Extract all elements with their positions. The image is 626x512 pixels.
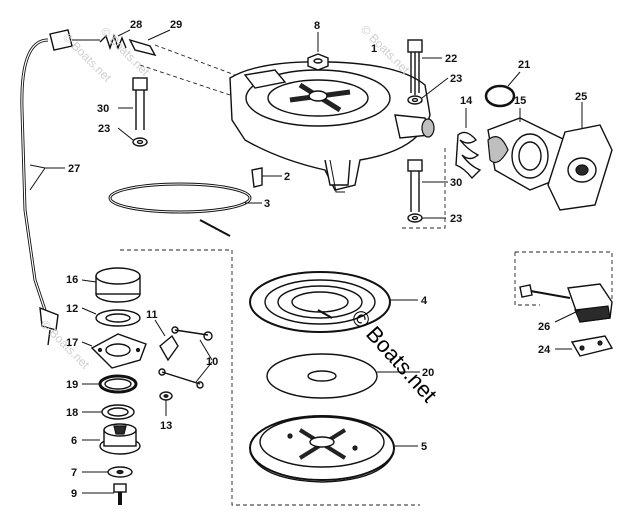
anchor-24 <box>555 335 614 357</box>
plate-20 <box>266 353 420 399</box>
bolt-30-left <box>118 77 148 130</box>
pulley-5 <box>249 415 418 483</box>
callout-20: 20 <box>422 367 434 379</box>
callout-9: 9 <box>71 488 77 500</box>
callout-15: 15 <box>514 95 526 107</box>
callout-22: 22 <box>445 53 457 65</box>
callout-6: 6 <box>71 435 77 447</box>
callout-13: 13 <box>160 420 172 432</box>
rewind-spring-4 <box>249 271 418 333</box>
callout-11: 11 <box>146 309 158 321</box>
callout-25: 25 <box>575 91 587 103</box>
callout-16: 16 <box>66 274 78 286</box>
callout-24: 24 <box>538 344 551 356</box>
callout-26: 26 <box>538 321 550 333</box>
handle-26 <box>519 283 613 323</box>
pin-29 <box>128 29 171 57</box>
washer-23-upper-right <box>407 77 449 105</box>
callout-23-upper-right: 23 <box>450 73 462 85</box>
bolt-30-right <box>407 159 448 212</box>
rope-3 <box>108 182 262 237</box>
callout-4: 4 <box>421 295 428 307</box>
screw-9 <box>82 483 127 505</box>
callout-17: 17 <box>66 337 78 349</box>
callout-2: 2 <box>284 171 290 183</box>
rewind-housing <box>229 61 435 193</box>
spring-14 <box>455 108 482 180</box>
washer-7 <box>82 466 133 478</box>
elbow-15 <box>487 108 569 191</box>
washer-13 <box>159 391 173 416</box>
seal-25 <box>547 102 613 211</box>
washer-23-left <box>117 127 148 147</box>
callout-29: 29 <box>170 19 182 31</box>
callout-5: 5 <box>421 441 427 453</box>
assembly-dashed-lines <box>120 44 613 506</box>
washer-23-lower-right <box>407 213 446 223</box>
callout-1: 1 <box>371 43 377 55</box>
callout-19: 19 <box>66 379 78 391</box>
ring-19 <box>82 374 138 394</box>
callout-30-left: 30 <box>97 103 109 115</box>
callout-28: 28 <box>130 19 142 31</box>
callout-12: 12 <box>66 303 78 315</box>
nut-8 <box>307 32 329 71</box>
spacer-18 <box>82 404 135 420</box>
callout-3: 3 <box>264 198 270 210</box>
callout-23-left: 23 <box>98 123 110 135</box>
control-cable-27 <box>20 38 65 346</box>
callout-labels: 1 2 3 4 5 6 7 8 9 10 11 12 13 14 15 16 1… <box>66 19 587 500</box>
spring-28 <box>99 29 131 51</box>
callout-8: 8 <box>314 20 320 32</box>
callout-14: 14 <box>460 95 473 107</box>
bolt-22 <box>407 39 442 95</box>
callout-27: 27 <box>68 163 80 175</box>
screw-2 <box>251 167 282 188</box>
callout-23-lower-right: 23 <box>450 213 462 225</box>
plug-28 <box>49 29 100 51</box>
plate-17 <box>81 333 147 369</box>
springs-10 <box>158 326 213 389</box>
callout-21: 21 <box>518 59 530 71</box>
callout-10: 10 <box>206 356 218 368</box>
link-11 <box>154 319 179 362</box>
pawl-6 <box>82 423 141 455</box>
gasket-12 <box>81 307 141 327</box>
clamp-21 <box>484 71 521 108</box>
callout-18: 18 <box>66 407 78 419</box>
callout-30-right: 30 <box>450 177 462 189</box>
callout-7: 7 <box>71 467 77 479</box>
cap-16 <box>81 267 141 303</box>
